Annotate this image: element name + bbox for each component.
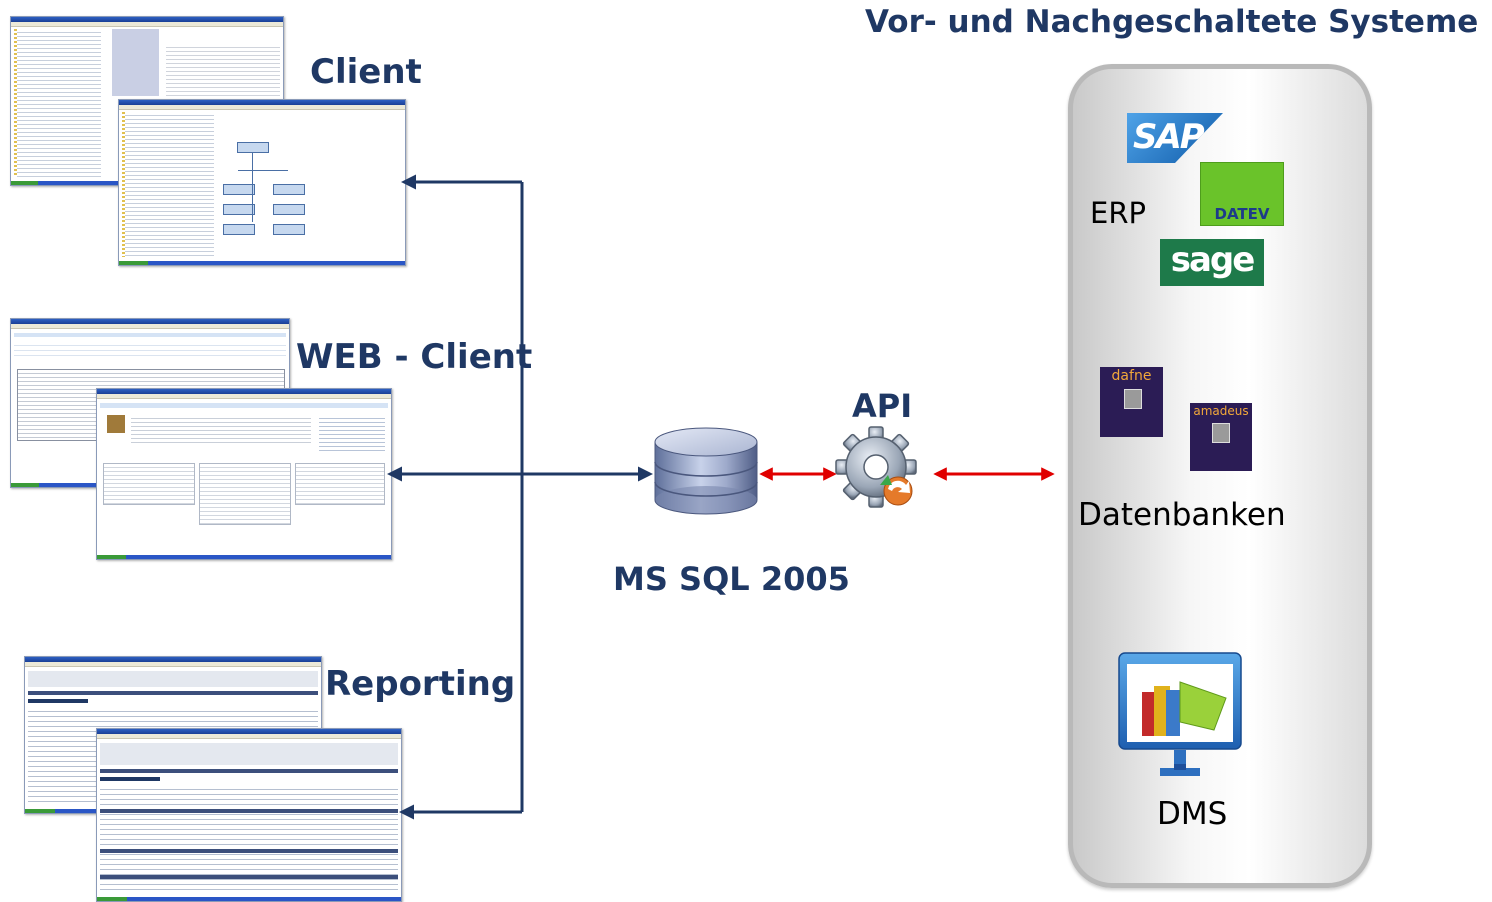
api-label: API [852, 387, 913, 425]
datev-logo: DATEV [1200, 162, 1284, 226]
erp-label: ERP [1090, 196, 1146, 230]
database-label: MS SQL 2005 [613, 560, 850, 598]
web-client-label: WEB - Client [296, 337, 533, 377]
dafne-logo: dafne [1100, 367, 1163, 437]
dms-label: DMS [1157, 796, 1228, 832]
web-client-screenshot-front [96, 388, 392, 560]
gear-icon [835, 426, 917, 508]
sage-logo: sage [1160, 239, 1264, 286]
amadeus-logo: amadeus [1190, 403, 1252, 471]
systems-title: Vor- und Nachgeschaltete Systeme [865, 4, 1479, 40]
client-screenshot-front [118, 99, 406, 266]
reporting-label: Reporting [325, 664, 516, 704]
books-monitor-icon [1118, 652, 1242, 776]
reporting-screenshot-front [96, 728, 402, 902]
database-cylinder-icon [654, 427, 758, 515]
client-label: Client [310, 52, 422, 92]
datenbanken-label: Datenbanken [1078, 497, 1286, 533]
